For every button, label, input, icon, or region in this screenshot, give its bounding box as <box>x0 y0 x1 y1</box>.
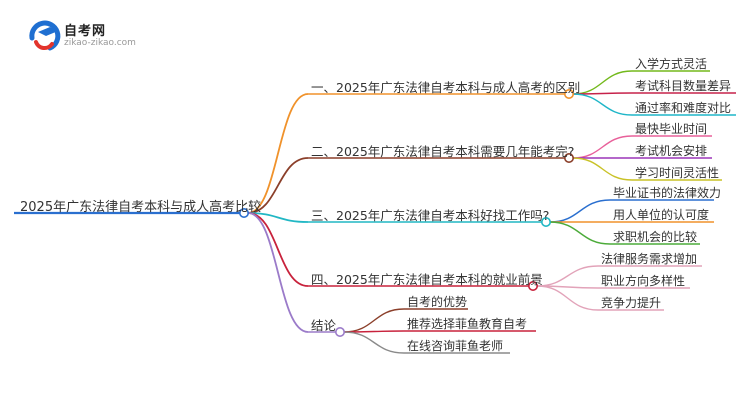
leaf-topic-2-3[interactable]: 学习时间灵活性 <box>635 166 720 180</box>
logo-subtitle: zikao-zikao.com <box>64 38 136 48</box>
branch-node-4[interactable] <box>527 280 538 291</box>
branch-topic-2[interactable]: 二、2025年广东法律自考本科需要几年能考完? <box>311 144 575 159</box>
leaf-topic-5-1[interactable]: 自考的优势 <box>407 295 468 309</box>
root-node[interactable] <box>239 208 250 219</box>
leaf-connector-2-1 <box>572 135 633 159</box>
leaf-connector-1-3 <box>572 93 633 116</box>
site-logo[interactable]: 自考网 zikao-zikao.com <box>28 18 158 52</box>
leaf-topic-5-2[interactable]: 推荐选择菲鱼教育自考 <box>407 317 528 331</box>
branch-node-2[interactable] <box>563 153 574 164</box>
branch-connector-1 <box>247 93 309 214</box>
logo-title: 自考网 <box>64 24 107 39</box>
branch-topic-5[interactable]: 结论 <box>311 318 337 333</box>
leaf-connector-5-1 <box>343 308 405 333</box>
leaf-connector-3-1 <box>549 199 611 223</box>
branch-connector-2 <box>247 157 309 214</box>
leaf-connector-4-1 <box>536 265 599 287</box>
branch-connector-5 <box>247 212 309 333</box>
leaf-topic-4-1[interactable]: 法律服务需求增加 <box>601 252 698 266</box>
leaf-topic-5-3[interactable]: 在线咨询菲鱼老师 <box>407 339 504 353</box>
leaf-connector-1-1 <box>572 70 633 95</box>
leaf-topic-1-1[interactable]: 入学方式灵活 <box>635 57 708 71</box>
leaf-topic-3-3[interactable]: 求职机会的比较 <box>613 230 698 244</box>
leaf-topic-4-3[interactable]: 竞争力提升 <box>601 296 662 310</box>
root-topic[interactable]: 2025年广东法律自考本科与成人高考比较 <box>20 200 262 215</box>
branch-topic-3[interactable]: 三、2025年广东法律自考本科好找工作吗? <box>311 208 550 223</box>
branch-node-3[interactable] <box>540 217 551 228</box>
branch-node-5[interactable] <box>334 326 345 337</box>
branch-node-1[interactable] <box>563 89 574 100</box>
branch-connector-3 <box>247 212 309 223</box>
leaf-connector-4-3 <box>536 285 599 311</box>
leaf-topic-2-2[interactable]: 考试机会安排 <box>635 144 708 158</box>
leaf-connector-5-3 <box>343 331 405 354</box>
leaf-topic-3-2[interactable]: 用人单位的认可度 <box>613 208 710 222</box>
leaf-connector-2-3 <box>572 157 633 181</box>
leaf-topic-1-2[interactable]: 考试科目数量差异 <box>635 79 732 93</box>
leaf-topic-3-1[interactable]: 毕业证书的法律效力 <box>613 186 722 200</box>
leaf-topic-1-3[interactable]: 通过率和难度对比 <box>635 101 732 115</box>
leaf-topic-2-1[interactable]: 最快毕业时间 <box>635 122 708 136</box>
leaf-connector-3-3 <box>549 221 611 245</box>
branch-topic-4[interactable]: 四、2025年广东法律自考本科的就业前景 <box>311 272 543 287</box>
graduation-cap-icon <box>29 20 61 51</box>
leaf-topic-4-2[interactable]: 职业方向多样性 <box>601 274 686 288</box>
branch-topic-1[interactable]: 一、2025年广东法律自考本科与成人高考的区别 <box>311 80 581 95</box>
branch-connector-4 <box>247 212 309 287</box>
